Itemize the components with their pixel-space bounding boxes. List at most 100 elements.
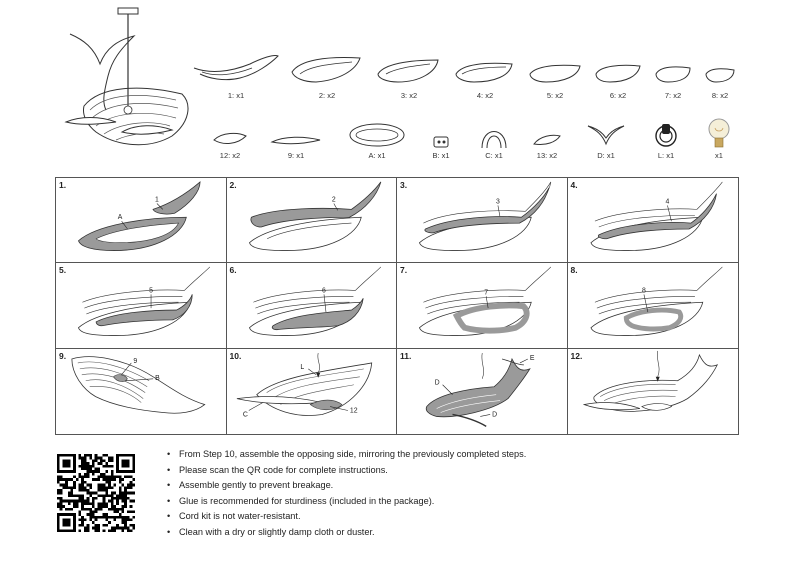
qr-code[interactable] xyxy=(57,454,135,532)
part-5: 5: x2 xyxy=(524,56,586,100)
note-item: Please scan the QR code for complete ins… xyxy=(167,463,727,479)
part-label: 6: x2 xyxy=(609,91,627,100)
note-item: Glue is recommended for sturdiness (incl… xyxy=(167,494,727,510)
part-label: 12: x2 xyxy=(219,151,241,160)
step-number: 10. xyxy=(229,350,242,361)
step-10-diagram: L C 12 xyxy=(236,352,372,418)
part-l: L: x1 xyxy=(648,118,684,160)
part-9-shape xyxy=(270,136,321,145)
callout-label: C xyxy=(242,411,247,418)
step-6-diagram: 6 xyxy=(248,267,381,337)
part-1-shape xyxy=(193,55,279,81)
step-number: 11. xyxy=(400,350,412,361)
step-2: 2 2. xyxy=(226,178,397,264)
whale-lamp-illustration xyxy=(60,6,200,166)
step-12-diagram xyxy=(582,350,718,412)
callout-label: B xyxy=(155,374,160,381)
cord-kit-icon xyxy=(655,124,677,147)
part-label: A: x1 xyxy=(368,151,386,160)
step-10: L C 12 10. xyxy=(227,348,397,434)
part-7: 7: x2 xyxy=(650,60,696,100)
note-item: Clean with a dry or slightly damp cloth … xyxy=(167,525,727,541)
callout-label: 3 xyxy=(496,198,500,205)
part-label: 13: x2 xyxy=(536,151,558,160)
assembly-steps-grid: 1. 1 A 2 2. 3 3. xyxy=(55,177,739,435)
step-1: 1. 1 A xyxy=(56,178,227,264)
step-12: 12. xyxy=(568,349,739,434)
part-6-shape xyxy=(595,64,641,83)
part-2: 2: x2 xyxy=(286,50,368,100)
qr-code-image xyxy=(57,454,135,532)
part-b-shape xyxy=(433,136,449,148)
part-label: 9: x1 xyxy=(287,151,305,160)
callout-label: 5 xyxy=(149,288,153,295)
note-item: Cord kit is not water-resistant. xyxy=(167,509,727,525)
callout-label: 7 xyxy=(484,290,488,297)
callout-label: E xyxy=(530,355,535,362)
callout-label: 2 xyxy=(331,197,335,204)
step-9-diagram: 9 B xyxy=(71,356,206,414)
part-12: 12: x2 xyxy=(210,126,250,160)
part-d-shape xyxy=(587,125,625,146)
step-number: 3. xyxy=(400,180,408,190)
callout-label: D xyxy=(435,379,440,386)
part-label: 5: x2 xyxy=(546,91,564,100)
step-6: 6 6. xyxy=(226,263,397,349)
part-4-shape xyxy=(455,62,513,83)
part-2-shape xyxy=(291,57,361,83)
callout-label: D xyxy=(492,411,497,418)
part-6: 6: x2 xyxy=(590,58,646,100)
step-2-diagram: 2 xyxy=(248,181,381,251)
step-7: 7 7. xyxy=(397,263,568,349)
step-number: 4. xyxy=(570,180,578,190)
part-4: 4: x2 xyxy=(450,54,520,100)
part-label: C: x1 xyxy=(485,151,503,160)
callout-label: 6 xyxy=(322,288,326,295)
part-5-shape xyxy=(529,64,581,83)
callout-label: L xyxy=(300,364,304,371)
step-7-diagram: 7 xyxy=(419,267,552,337)
step-8: 8 8. xyxy=(567,263,738,349)
part-label: D: x1 xyxy=(597,151,615,160)
part-3-shape xyxy=(377,59,439,83)
part-c: C: x1 xyxy=(476,116,512,160)
part-a-shape xyxy=(349,123,405,147)
step-number: 12. xyxy=(570,350,583,361)
callout-label: 4 xyxy=(665,198,669,205)
part-label: 4: x2 xyxy=(476,91,494,100)
step-number: 7. xyxy=(400,265,408,276)
step-8-diagram: 8 xyxy=(590,267,723,337)
part-a: A: x1 xyxy=(346,120,408,160)
step-4: 4 4. xyxy=(567,178,738,264)
callout-label: A xyxy=(118,214,123,221)
step-1-diagram: 1 A xyxy=(78,181,201,251)
part-label: B: x1 xyxy=(432,151,450,160)
step-number: 9. xyxy=(59,350,67,361)
part-1: 1: x1 xyxy=(190,50,282,100)
step-number: 5. xyxy=(59,265,67,276)
light-bulb-icon xyxy=(708,118,730,148)
step-number: 8. xyxy=(570,265,578,276)
step-5-diagram: 5 xyxy=(78,267,211,337)
step-3-diagram: 3 xyxy=(419,181,552,251)
part-13: 13: x2 xyxy=(530,130,564,160)
part-label: 7: x2 xyxy=(664,91,682,100)
callout-label: 9 xyxy=(133,358,137,365)
step-number: 6. xyxy=(229,265,237,276)
part-c-shape xyxy=(481,131,507,149)
part-bulb: x1 xyxy=(702,116,736,160)
instruction-notes: From Step 10, assemble the opposing side… xyxy=(167,447,727,541)
step-9: 9 B 9. xyxy=(56,348,227,434)
part-13-shape xyxy=(533,134,561,145)
step-3: 3 3. xyxy=(397,178,568,264)
part-7-shape xyxy=(655,66,691,83)
part-8-shape xyxy=(705,68,735,83)
part-label: 2: x2 xyxy=(318,91,336,100)
step-5: 5 5. xyxy=(56,263,227,349)
part-label: 3: x2 xyxy=(400,91,418,100)
step-number: 2. xyxy=(229,180,237,190)
part-8: 8: x2 xyxy=(700,62,740,100)
part-9: 9: x1 xyxy=(270,132,322,160)
part-d: D: x1 xyxy=(586,120,626,160)
callout-label: 12 xyxy=(349,407,357,414)
